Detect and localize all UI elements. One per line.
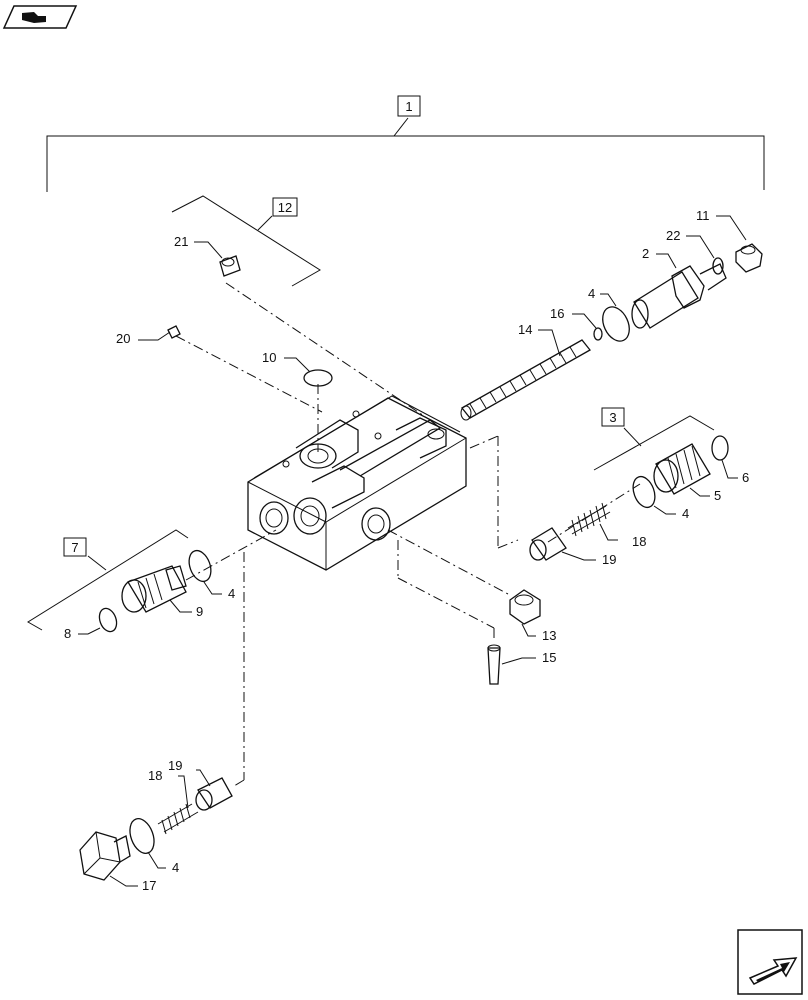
callout-8: 8 (64, 626, 71, 641)
callout-18-bottom: 18 (148, 768, 162, 783)
subassembly-bracket-7: 7 (27, 529, 189, 631)
subassembly-bracket-3: 3 (593, 407, 715, 471)
callout-19-bottom: 19 (168, 758, 182, 773)
o-ring-10 (303, 369, 333, 387)
o-ring-4-left (188, 549, 212, 583)
callout-4-left: 4 (228, 586, 235, 601)
callout-1: 1 (405, 99, 412, 114)
callout-19-right: 19 (602, 552, 616, 567)
plug-11 (735, 243, 763, 273)
plug-17 (79, 831, 131, 881)
o-ring-8 (98, 607, 118, 633)
plug-13 (509, 589, 541, 625)
spring-18-bottom (157, 803, 199, 835)
callout-13: 13 (542, 628, 556, 643)
poppet-19-right (529, 527, 567, 561)
callout-4-bottom: 4 (172, 860, 179, 875)
callout-11: 11 (696, 208, 710, 223)
callout-14: 14 (518, 322, 532, 337)
callout-9: 9 (196, 604, 203, 619)
next-page-arrow-icon[interactable] (737, 929, 803, 995)
cartridge-9 (121, 565, 187, 613)
valve-body (247, 395, 467, 571)
callout-7: 7 (71, 540, 78, 555)
callout-2: 2 (642, 246, 649, 261)
cartridge-5 (653, 443, 711, 495)
callout-17: 17 (142, 878, 156, 893)
fitting-2 (631, 263, 727, 329)
spring-18-right (567, 502, 611, 537)
poppet-19-bottom (195, 777, 233, 811)
callout-3: 3 (609, 410, 616, 425)
callout-4-right: 4 (682, 506, 689, 521)
washer-16 (593, 327, 603, 341)
o-ring-6 (711, 435, 729, 461)
subassembly-bracket-12: 12 (171, 195, 321, 287)
callout-12: 12 (278, 200, 292, 215)
set-screw-21 (219, 255, 241, 277)
callout-10: 10 (262, 350, 276, 365)
book-page-icon[interactable] (2, 5, 78, 29)
pin-20 (167, 325, 181, 339)
screw-15 (487, 644, 501, 685)
centerlines (175, 282, 641, 787)
o-ring-4-right (632, 475, 656, 509)
callout-21: 21 (174, 234, 188, 249)
o-ring-4-top (602, 306, 630, 342)
o-ring-4-bottom (129, 818, 155, 854)
callout-16: 16 (550, 306, 564, 321)
leader-lines (78, 215, 747, 887)
callout-15: 15 (542, 650, 556, 665)
callout-22: 22 (666, 228, 680, 243)
callout-6: 6 (742, 470, 749, 485)
washer-22 (712, 257, 724, 275)
callout-5: 5 (714, 488, 721, 503)
callout-4-top: 4 (588, 286, 595, 301)
callout-20: 20 (116, 331, 130, 346)
threaded-rod (460, 339, 591, 421)
callout-18-right: 18 (632, 534, 646, 549)
assembly-bracket-1: 1 (46, 95, 765, 192)
